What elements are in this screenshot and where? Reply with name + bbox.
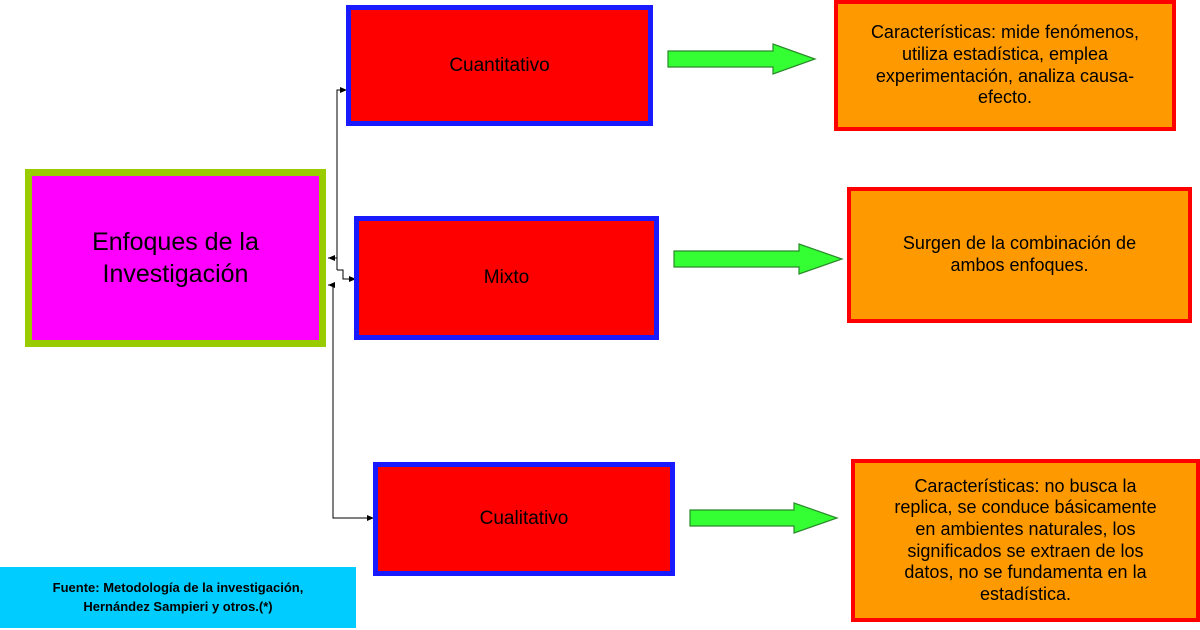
description-line: Surgen de la combinación de bbox=[902, 233, 1137, 254]
arrow-cualitativo bbox=[689, 502, 839, 534]
arrow-cuantitativo bbox=[667, 43, 817, 75]
description-box-cuantitativo: Características: mide fenómenos, utiliza… bbox=[834, 0, 1176, 131]
description-line: ambos enfoques. bbox=[950, 255, 1089, 275]
connector-to-cuantitativo bbox=[336, 87, 347, 270]
description-line: replica, se conduce básicamente bbox=[894, 497, 1157, 518]
connector-to-cualitativo bbox=[332, 285, 374, 521]
main-concept-box: Enfoques de la Investigación bbox=[25, 169, 326, 347]
source-line-2: Hernández Sampieri y otros.(*) bbox=[83, 598, 273, 614]
approach-box-cuantitativo: Cuantitativo bbox=[346, 5, 653, 126]
description-line: efecto. bbox=[977, 87, 1033, 108]
description-box-cualitativo: Características: no busca la replica, se… bbox=[851, 459, 1200, 622]
description-line: Características: mide fenómenos, bbox=[870, 22, 1140, 43]
description-line: significados se extraen de los bbox=[907, 540, 1144, 561]
approach-box-mixto: Mixto bbox=[354, 216, 659, 340]
connector-to-mixto bbox=[337, 269, 356, 282]
description-line: utiliza estadística, emplea bbox=[901, 43, 1109, 64]
description-box-mixto: Surgen de la combinación de ambos enfoqu… bbox=[847, 187, 1192, 323]
approach-box-cualitativo: Cualitativo bbox=[373, 462, 675, 576]
description-line: estadística. bbox=[979, 583, 1072, 604]
main-title-line-1: Enfoques de la bbox=[92, 227, 259, 256]
approach-label: Cuantitativo bbox=[449, 54, 550, 76]
source-line-1: Fuente: Metodología de la investigación, bbox=[52, 579, 304, 595]
source-footnote: Fuente: Metodología de la investigación,… bbox=[0, 567, 356, 628]
description-line: experimentación, analiza causa- bbox=[875, 65, 1135, 86]
main-title-line-2: Investigación bbox=[102, 260, 249, 288]
approach-label: Cualitativo bbox=[479, 508, 569, 529]
description-line: en ambientes naturales, los bbox=[915, 518, 1136, 539]
description-line: Características: no busca la bbox=[914, 475, 1137, 496]
description-line: datos, no se fundamenta en la bbox=[904, 562, 1147, 583]
approach-label: Mixto bbox=[483, 267, 530, 288]
arrow-mixto bbox=[673, 243, 844, 275]
